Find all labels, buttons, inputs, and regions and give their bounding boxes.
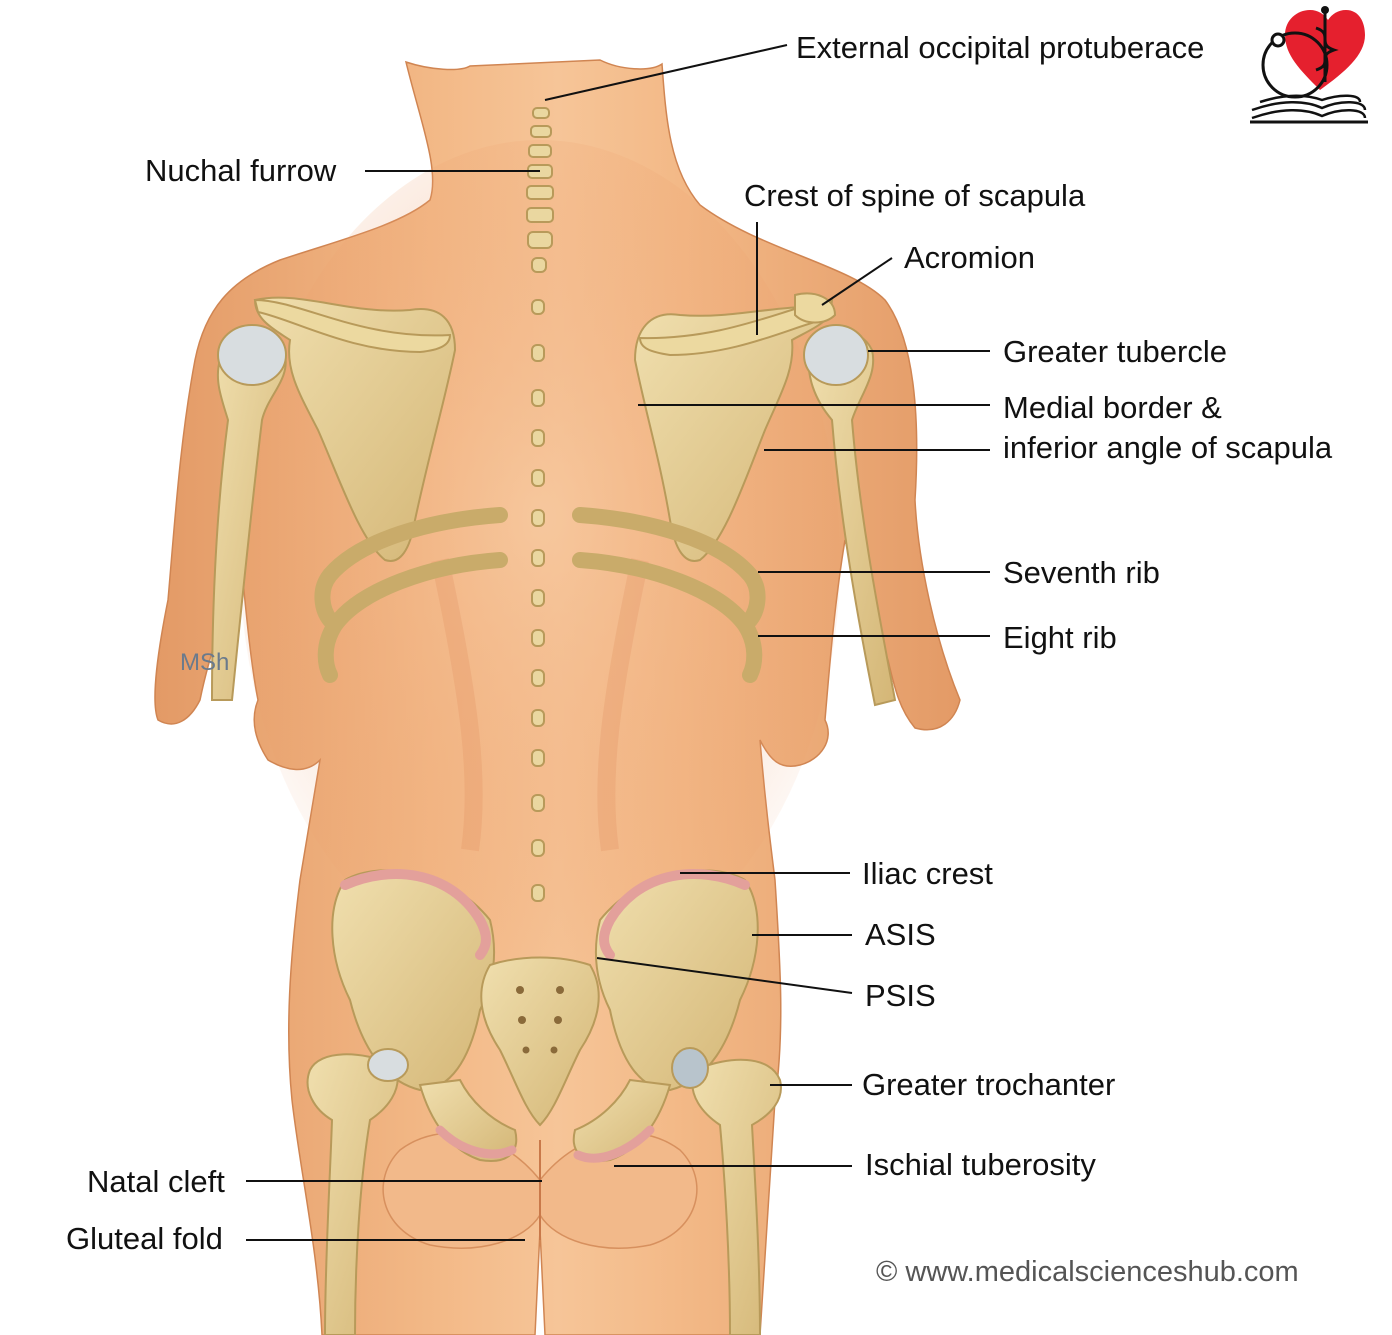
left-eighth-rib [317,552,508,683]
open-book-icon [1251,94,1367,120]
sacral-foramen [550,1046,558,1054]
left-scapular-spine [253,298,452,354]
sacrum [480,956,600,1127]
vertebra [531,839,545,857]
label-gluteal-fold: Gluteal fold [66,1221,223,1256]
vertebra [531,299,545,315]
lumbar-shadow-right [597,558,649,852]
skeleton [210,107,897,1335]
label-psis: PSIS [865,978,936,1013]
left-femoral-head [367,1048,409,1082]
sacral-foramina [516,986,564,1054]
label-natal-cleft: Natal cleft [87,1164,225,1199]
left-seventh-rib [314,507,508,628]
left-iliac-crest [340,869,491,960]
sacral-foramen [556,986,564,994]
site-logo [1250,6,1368,124]
right-eighth-rib [572,552,763,683]
label-greater-trochanter: Greater trochanter [862,1067,1115,1102]
vertebra [526,207,554,223]
vertebra [531,257,547,273]
label-acromion: Acromion [904,240,1035,275]
vertebra [531,344,545,362]
vertebra [531,669,545,687]
label-seventh-rib: Seventh rib [1003,555,1160,590]
right-acromion-bone [794,292,837,324]
right-scapular-spine [638,298,834,357]
vertebra [531,794,545,812]
copyright-credit: © www.medicalscienceshub.com [876,1256,1299,1288]
vertebra [531,549,545,567]
right-femoral-head [671,1047,709,1089]
vertebra [531,749,545,767]
leader-external-occipital [544,44,788,101]
label-crest-spine-scapula: Crest of spine of scapula [744,178,1086,213]
stethoscope-chestpiece-icon [1270,32,1286,48]
leader-psis [596,957,853,994]
vertebral-column [526,107,554,902]
vertebra [531,589,545,607]
vertebra [528,144,552,158]
leader-lines [246,44,990,1241]
sacral-foramen [554,1016,562,1024]
label-medial-border-line1: Medial border & [1003,390,1222,425]
right-seventh-rib [572,507,766,628]
body-silhouette [154,59,961,1335]
vertebra [531,429,545,447]
label-ischial-tuberosity: Ischial tuberosity [865,1147,1096,1182]
right-iliac-crest [599,869,750,960]
label-external-occipital: External occipital protuberace [796,30,1204,65]
sacral-foramen [522,1046,530,1054]
label-nuchal-furrow: Nuchal furrow [145,153,337,188]
vertebra [531,389,545,407]
vertebra [531,469,545,487]
caduceus-icon [1315,12,1339,82]
vertebra [526,185,554,200]
label-medial-border-line2: inferior angle of scapula [1003,430,1333,465]
label-greater-tubercle: Greater tubercle [1003,334,1227,369]
lumbar-shadow [431,558,483,852]
vertebra [531,629,545,647]
label-iliac-crest: Iliac crest [862,856,993,891]
vertebra [531,884,545,902]
vertebra [527,231,553,249]
sacral-foramen [516,986,524,994]
label-asis: ASIS [865,917,936,952]
vertebra [531,709,545,727]
leader-acromion [821,257,893,306]
left-ischial-tuberosity [435,1125,517,1159]
vertebra [532,107,550,119]
left-humeral-head [217,324,287,386]
caduceus-top-icon [1321,6,1329,14]
sacral-foramen [518,1016,526,1024]
right-ischial-tuberosity [573,1125,655,1163]
label-eighth-rib: Eight rib [1003,620,1117,655]
artist-signature: MSh [180,649,229,676]
labels: External occipital protuberace Nuchal fu… [66,30,1333,1256]
vertebra [530,125,552,138]
vertebra [531,509,545,527]
right-humeral-head [803,324,869,386]
